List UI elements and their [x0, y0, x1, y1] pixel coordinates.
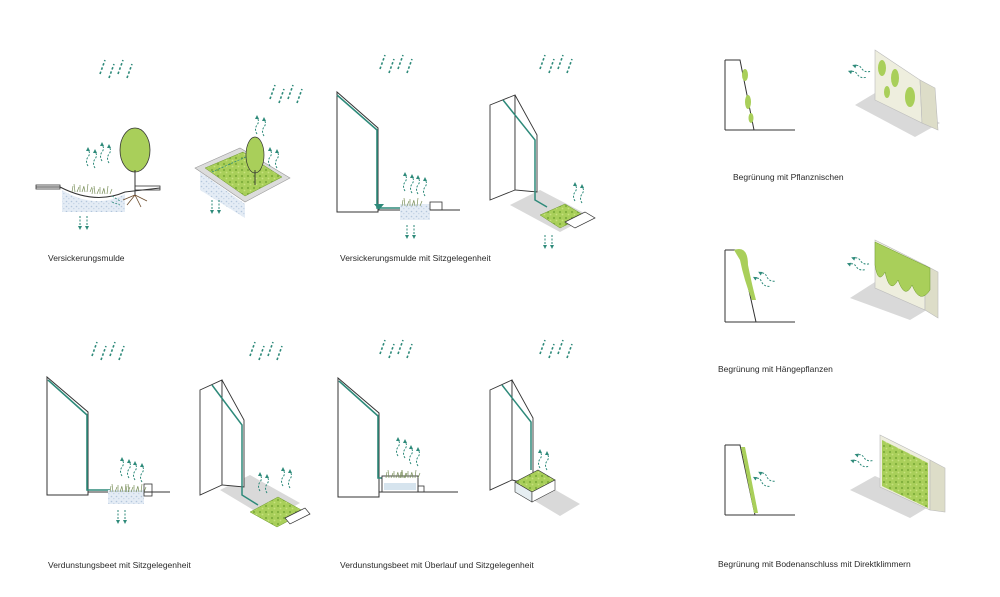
caption-bodenanschluss: Begrünung mit Bodenanschluss mit Direktk… [718, 559, 911, 569]
caption-pflanznischen: Begrünung mit Pflanznischen [733, 172, 844, 182]
diagram-versickerungsmulde-iso [194, 84, 303, 218]
diagram-verdunstungsbeet-sitz-section [46, 341, 170, 525]
caption-haengepflanzen: Begrünung mit Hängepflanzen [718, 364, 833, 374]
diagram-pflanznischen [724, 49, 940, 137]
diagram-versickerungsmulde-sitz-section [336, 54, 460, 240]
caption-verdunstungsbeet-ueberlauf: Verdunstungsbeet mit Überlauf und Sitzge… [340, 560, 534, 570]
diagram-bodenanschluss [724, 434, 946, 518]
diagram-verdunstungsbeet-ueberlauf-iso [489, 339, 580, 516]
caption-versickerungsmulde-sitz: Versickerungsmulde mit Sitzgelegenheit [340, 253, 491, 263]
diagram-versickerungsmulde-sitz-iso [489, 54, 596, 250]
caption-verdunstungsbeet-sitz: Verdunstungsbeet mit Sitzgelegenheit [48, 560, 191, 570]
diagram-verdunstungsbeet-ueberlauf-section [337, 339, 458, 498]
diagram-versickerungsmulde-section [35, 59, 161, 231]
caption-versickerungsmulde: Versickerungsmulde [48, 253, 125, 263]
diagram-haengepflanzen [724, 239, 939, 323]
diagram-verdunstungsbeet-sitz-iso [199, 341, 311, 528]
